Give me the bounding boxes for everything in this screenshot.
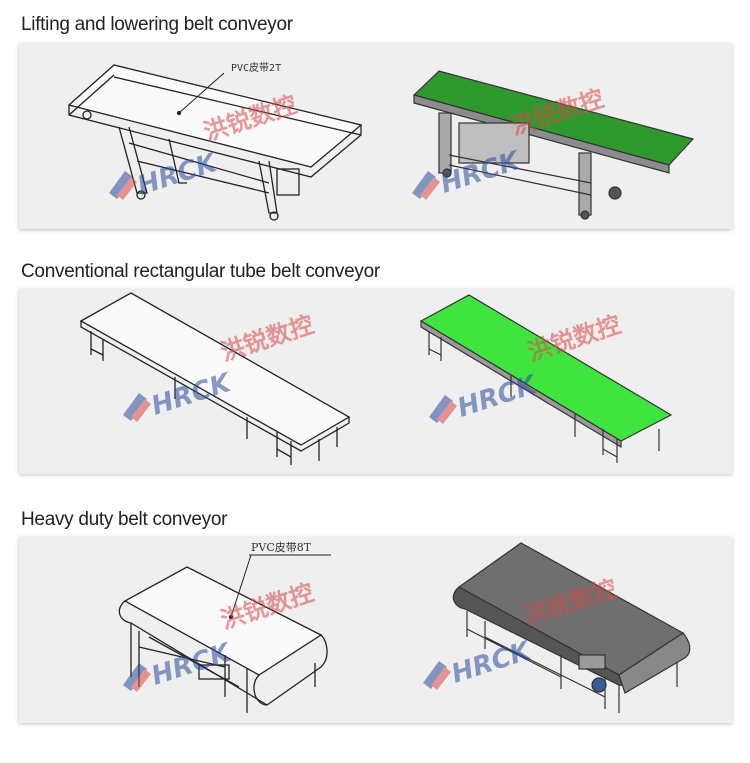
belt-annotation-2t: PVC皮带2T	[231, 61, 281, 74]
panel-lifting-conveyor: PVC皮带2T HRCK 洪锐数控 HRCK 洪锐数控	[19, 43, 732, 229]
section-title-rectangular: Conventional rectangular tube belt conve…	[21, 261, 380, 282]
belt-annotation-8t: PVC皮带8T	[251, 541, 312, 554]
section-title-lifting: Lifting and lowering belt conveyor	[21, 14, 293, 35]
watermark-brand: HRCK	[454, 370, 542, 424]
watermark-brand: HRCK	[134, 148, 222, 202]
heavy-duty-conveyor-illustrations: PVC皮带8T HRCK 洪锐数控 HRCK 洪锐数控	[118, 541, 691, 713]
watermark-brand: HRCK	[448, 636, 536, 690]
watermark-cn: 洪锐数控	[217, 310, 317, 366]
panel-rectangular-conveyor: HRCK 洪锐数控 HRCK 洪锐数控	[19, 289, 732, 474]
rectangular-conveyor-line-drawing	[79, 292, 351, 465]
heavy-duty-conveyor-color-model	[452, 542, 691, 713]
lifting-conveyor-illustrations: PVC皮带2T HRCK 洪锐数控 HRCK 洪锐数控	[67, 61, 695, 221]
rectangular-conveyor-color-model	[419, 294, 673, 463]
rectangular-conveyor-illustrations: HRCK 洪锐数控 HRCK 洪锐数控	[79, 292, 673, 465]
panel-heavy-duty-conveyor: PVC皮带8T HRCK 洪锐数控 HRCK 洪锐数控	[19, 537, 732, 723]
section-title-heavy-duty: Heavy duty belt conveyor	[21, 509, 228, 530]
heavy-duty-conveyor-line-drawing	[118, 554, 331, 713]
lifting-conveyor-line-drawing	[67, 64, 363, 221]
watermark-brand: HRCK	[148, 638, 236, 692]
lifting-conveyor-color-model	[412, 70, 695, 220]
